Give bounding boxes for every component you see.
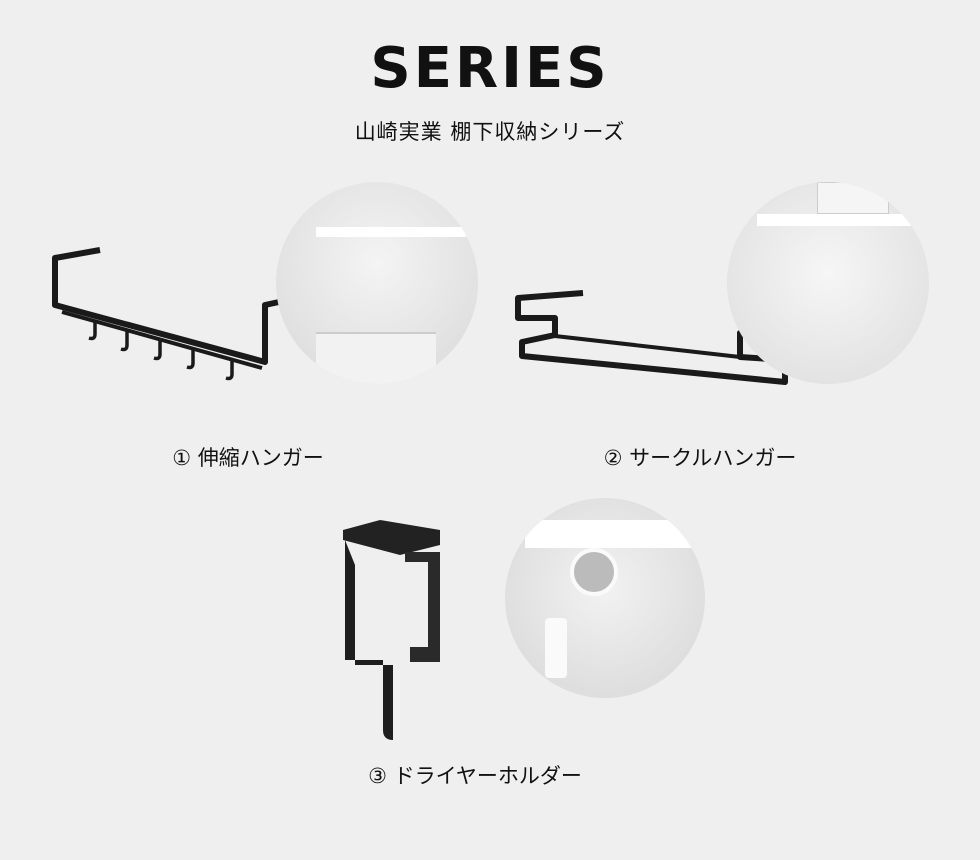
telescopic-hanger-photo bbox=[276, 182, 478, 384]
page-subtitle: 山崎実業 棚下収納シリーズ bbox=[354, 120, 626, 144]
product-label-2: ② サークルハンガー bbox=[603, 446, 797, 470]
product-label-3: ③ ドライヤーホルダー bbox=[368, 764, 582, 788]
circle-hanger-photo bbox=[727, 182, 929, 384]
dryer-holder-photo bbox=[505, 498, 705, 698]
product-label-1: ① 伸縮ハンガー bbox=[172, 446, 324, 470]
page-title: SERIES bbox=[370, 36, 610, 101]
